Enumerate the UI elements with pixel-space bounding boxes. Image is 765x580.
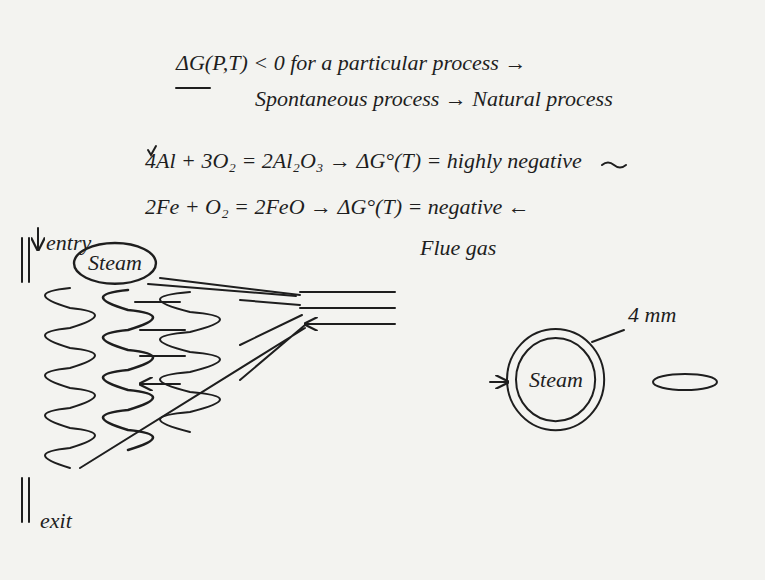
tube-coil	[103, 290, 153, 450]
note-text: Spontaneous process → Natural process	[255, 86, 613, 111]
note-text: exit	[40, 508, 72, 533]
tube-section: Steam	[505, 327, 606, 432]
note-text: Flue gas	[420, 235, 496, 260]
flue-gas-fan	[80, 278, 305, 468]
tube-coil	[45, 288, 95, 468]
node-text: Steam	[529, 368, 583, 392]
note-text: 4Al + 3O₂ = 2Al₂O₃ → ΔG°(T) = highly neg…	[145, 148, 582, 173]
node-text: Steam	[88, 251, 142, 275]
leader-line	[592, 330, 624, 342]
tube-coil	[160, 292, 220, 432]
flue-gas-arrows	[300, 292, 395, 324]
note-text: 2Fe + O₂ = 2FeO → ΔG°(T) = negative ←	[145, 194, 530, 219]
tilde-mark	[602, 163, 626, 168]
underline	[176, 87, 210, 89]
entry-arrow	[37, 228, 39, 250]
flow-arrows	[135, 302, 185, 384]
note-text: 4 mm	[628, 302, 676, 327]
circled-note: Steam	[72, 241, 158, 286]
wall-arrow	[490, 381, 508, 383]
note-text: entry	[46, 230, 91, 255]
note-text: ΔG(P,T) < 0 for a particular process →	[176, 50, 526, 75]
outlet-pipe	[22, 478, 29, 522]
leader-line	[148, 284, 296, 296]
inlet-pipe	[22, 238, 29, 282]
flattened-tube	[653, 374, 717, 390]
